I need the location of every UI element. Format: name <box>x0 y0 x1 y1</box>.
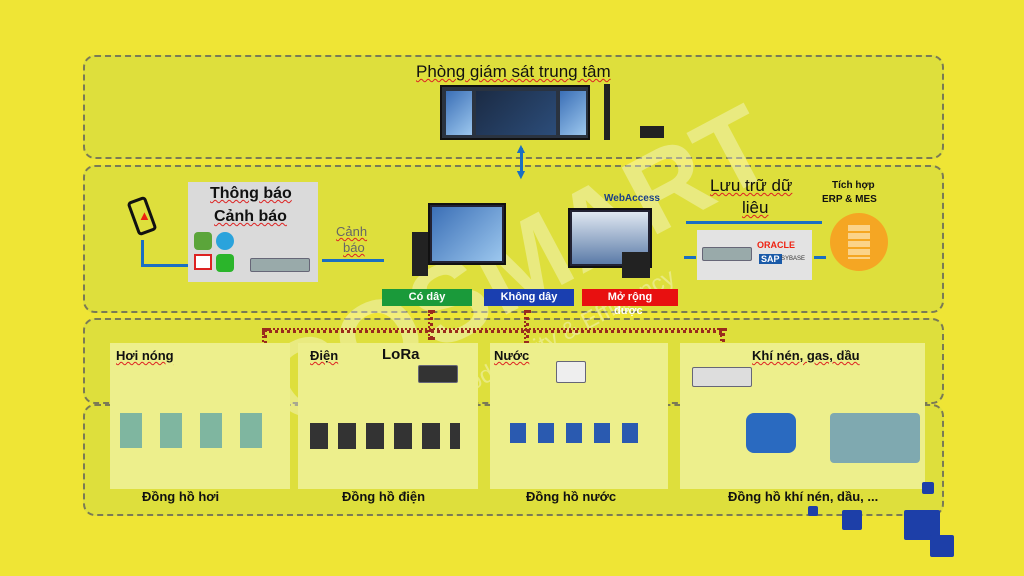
database-icon <box>830 213 888 271</box>
kiosk-image <box>604 84 610 140</box>
storage-box: ORACLE SAP SYBASE <box>697 230 812 280</box>
flow-meter-image <box>746 413 796 453</box>
steam-meters-image <box>120 413 270 448</box>
pc-tower-image <box>412 232 428 276</box>
sap-logo: SAP <box>759 254 782 264</box>
alert-box: Thông báo Cảnh báo <box>188 182 318 282</box>
oracle-logo: ORACLE <box>757 240 795 250</box>
vertical-arrow <box>520 148 523 174</box>
meter-label: Đồng hồ khí nén, dầu, ... <box>728 489 879 504</box>
meter-label: Đồng hồ điện <box>342 489 426 504</box>
group-water: Nước Đồng hồ nước <box>490 343 668 504</box>
decor-square <box>922 482 934 494</box>
alert-arrow-label-2: báo <box>343 240 365 255</box>
mini-pc-image <box>640 126 664 138</box>
webaccess-logo: WebAccess <box>604 193 660 204</box>
alert-title-1: Thông báo <box>210 185 292 202</box>
up-down-arrow-icon: ▲ <box>514 140 528 156</box>
alert-input-arrow <box>322 259 384 262</box>
group-title: Nước <box>494 348 530 363</box>
group-gas: Khí nén, gas, dầu Đồng hồ khí nén, dầu, … <box>680 343 925 504</box>
compressor-image <box>830 413 920 463</box>
group-steam: Hơi nóng Đồng hồ hơi <box>110 343 290 504</box>
tag-wireless: Không dây <box>484 289 574 306</box>
group-title: Khí nén, gas, dầu <box>752 348 860 363</box>
decor-square <box>842 510 862 530</box>
tag-expandable-sub: được <box>614 305 643 317</box>
up-down-arrow-icon: ▼ <box>514 166 528 182</box>
meter-label: Đồng hồ hơi <box>142 489 220 504</box>
storage-arrow-top <box>686 221 822 224</box>
storage-arrow-left <box>684 256 696 259</box>
storage-title-1: Lưu trữ dữ <box>710 176 793 195</box>
desktop-pc-image <box>428 203 506 265</box>
line-icon <box>216 254 234 272</box>
tag-wired: Có dây <box>382 289 472 306</box>
lora-gateway-image <box>418 365 458 383</box>
central-title: Phòng giám sát trung tâm <box>416 62 611 81</box>
erp-title-2: ERP & MES <box>822 194 877 205</box>
erp-title-1: Tích hợp <box>832 180 875 191</box>
phone-alert-icon: ▲ <box>122 195 162 240</box>
group-title: Hơi nóng <box>116 348 174 363</box>
decor-square <box>808 506 818 516</box>
server-device-image <box>702 247 752 261</box>
video-wall-image <box>440 85 590 140</box>
storage-title-2: liêu <box>742 198 769 217</box>
alert-arrow-label-1: Cảnh <box>336 224 368 239</box>
electric-meters-image <box>310 423 460 449</box>
connection-lines <box>428 310 433 340</box>
group-electric: Điện LoRa Đồng hồ điện <box>298 343 478 504</box>
storage-arrow-right <box>814 256 826 259</box>
connection-lines <box>262 328 722 333</box>
plc-image <box>692 367 752 387</box>
alert-title-2: Cảnh báo <box>214 208 287 225</box>
gmail-icon <box>194 254 212 270</box>
water-gateway-image <box>556 361 586 383</box>
sybase-logo: SYBASE <box>781 256 806 262</box>
decor-square <box>930 535 954 557</box>
telegram-icon <box>216 232 234 250</box>
wechat-icon <box>194 232 212 250</box>
group-title: Điện <box>310 348 339 363</box>
alert-arrow-horizontal <box>141 264 191 267</box>
gateway-device-image <box>250 258 310 272</box>
lora-label: LoRa <box>382 346 420 363</box>
tablet-image <box>622 252 650 278</box>
water-meters-image <box>510 423 640 443</box>
meter-label: Đồng hồ nước <box>526 489 617 504</box>
tag-expandable: Mở rộng <box>582 289 678 306</box>
alert-arrow-vertical <box>141 240 144 266</box>
